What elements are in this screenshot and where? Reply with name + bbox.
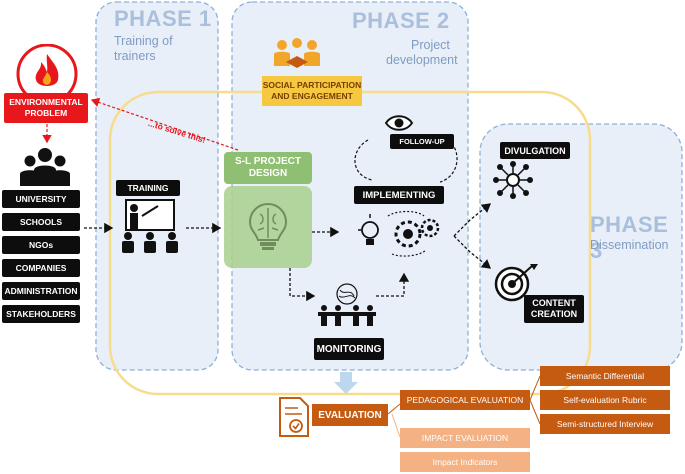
phase2-subtitle-line2: development [386,53,458,67]
evaluation-label: EVALUATION [312,404,388,426]
social-line2: AND ENGAGEMENT [271,91,353,101]
social-line1: SOCIAL PARTICIPATION [262,80,362,90]
network-icon [493,161,533,199]
sl-design-line2: DESIGN [248,168,288,179]
monitoring-label: MONITORING [314,338,384,360]
phase3-title: PHASE 3 [590,212,669,263]
arrow-monitoring-implementing [376,272,410,297]
tools-connector-2 [529,399,541,425]
eval-connector [387,403,401,415]
pedagogical-evaluation: PEDAGOGICAL EVALUATION [400,390,530,410]
impact-evaluation: IMPACT EVALUATION [400,428,530,448]
meeting-icon [318,283,376,326]
eval-impact-connector [391,413,401,438]
stakeholder-university: UNIVERSITY [2,190,80,208]
eye-icon [384,115,414,131]
implementing-label: IMPLEMENTING [354,186,444,204]
environmental-problem-box: ENVIRONMENTAL PROBLEM [4,93,88,123]
people-group-icon [20,148,70,186]
problem-line1: ENVIRONMENTAL [9,97,83,107]
stakeholder-administration: ADMINISTRATION [2,282,80,300]
follow-up-label: FOLLOW-UP [390,134,454,149]
document-check-icon [279,397,309,437]
content-line2: CREATION [530,309,578,319]
teacher-icon [122,199,178,253]
brain-bulb-icon [248,202,288,250]
handshake-icon [274,38,320,68]
sl-design-label: S-L PROJECT DESIGN [224,152,312,184]
content-creation-label: CONTENT CREATION [524,295,584,323]
fire-icon [16,44,78,96]
stakeholder-companies: COMPANIES [2,259,80,277]
problem-line2: PROBLEM [24,108,68,118]
content-line1: CONTENT [532,298,576,308]
bulb-gears-icon [358,210,440,257]
target-icon [494,264,538,302]
tool-semantic-differential: Semantic Differential [540,366,670,386]
phase1-subtitle-line2: trainers [114,49,156,63]
follow-up-loop [354,139,458,183]
phase2-subtitle-line1: Project [411,38,450,52]
to-solve-arrow [90,97,239,151]
social-participation-box: SOCIAL PARTICIPATION AND ENGAGEMENT [262,76,362,106]
stakeholder-schools: SCHOOLS [2,213,80,231]
phase1-title: PHASE 1 [114,6,212,31]
stakeholder-ngos: NGOs [2,236,80,254]
phase3-subtitle: Dissemination [590,238,669,252]
tool-semi-structured-interview: Semi-structured Interview [540,414,670,434]
arrow-to-content [453,235,492,269]
phase1-subtitle-line1: Training of [114,34,173,48]
impact-indicators: Impact Indicators [400,452,530,472]
arrow-to-divulgation [453,203,492,237]
tools-connector [529,375,541,401]
sl-design-line1: S-L PROJECT [235,156,301,167]
stakeholder-stakeholders: STAKEHOLDERS [2,305,80,323]
tool-self-evaluation-rubric: Self-evaluation Rubric [540,390,670,410]
arrow-design-monitoring [289,268,316,302]
evaluation-block-arrow [334,372,358,394]
training-label: TRAINING [116,180,180,196]
divulgation-label: DIVULGATION [500,142,570,159]
phase2-title: PHASE 2 [352,8,450,33]
